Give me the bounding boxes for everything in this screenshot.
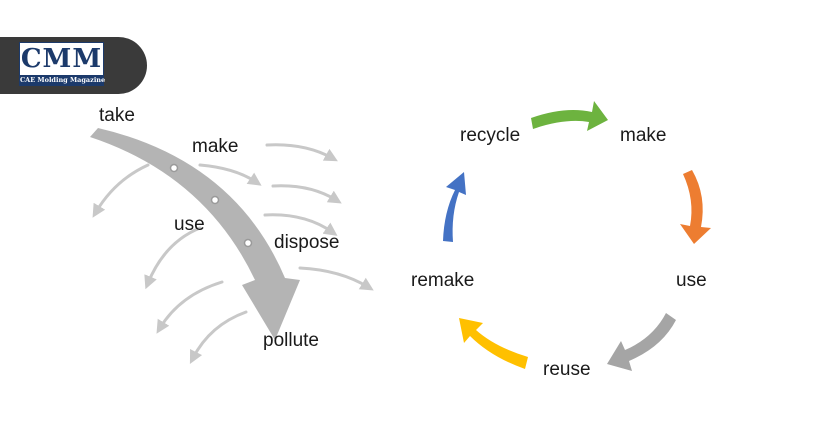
label-take: take	[99, 105, 135, 126]
arrow-marker-3	[243, 238, 253, 248]
label-use-circular: use	[676, 270, 707, 291]
arrow-marker-2	[210, 195, 220, 205]
label-pollute: pollute	[263, 330, 319, 351]
waste-arrow-5	[298, 266, 374, 291]
label-recycle: recycle	[460, 125, 521, 146]
cmm-logo: CMM CAE Molding Magazine	[19, 42, 106, 86]
waste-arrow-3	[271, 184, 342, 204]
main-linear-arrow	[90, 128, 300, 340]
label-dispose: dispose	[274, 232, 340, 253]
logo-tagline: CAE Molding Magazine	[20, 75, 106, 85]
label-reuse: reuse	[543, 359, 591, 380]
logo-name: CMM	[20, 44, 103, 74]
arrow-marker-1	[169, 163, 179, 173]
blue-arrow	[443, 172, 466, 242]
waste-arrow-9	[189, 310, 248, 364]
linear-economy-arrows	[90, 128, 374, 364]
label-make-linear: make	[192, 136, 239, 157]
waste-arrow-1	[265, 143, 338, 162]
waste-arrow-6	[92, 163, 150, 218]
label-remake: remake	[411, 270, 475, 291]
circular-economy-arrows	[443, 101, 711, 371]
orange-arrow	[680, 170, 711, 244]
waste-arrow-7	[144, 226, 202, 290]
label-make-circular: make	[620, 125, 667, 146]
green-arrow	[531, 101, 608, 131]
waste-arrow-4	[263, 213, 338, 236]
waste-arrow-2	[198, 163, 262, 186]
gray-arrow	[607, 313, 676, 371]
waste-arrow-8	[156, 280, 224, 334]
yellow-arrow	[459, 318, 528, 369]
label-use-linear: use	[174, 214, 205, 235]
